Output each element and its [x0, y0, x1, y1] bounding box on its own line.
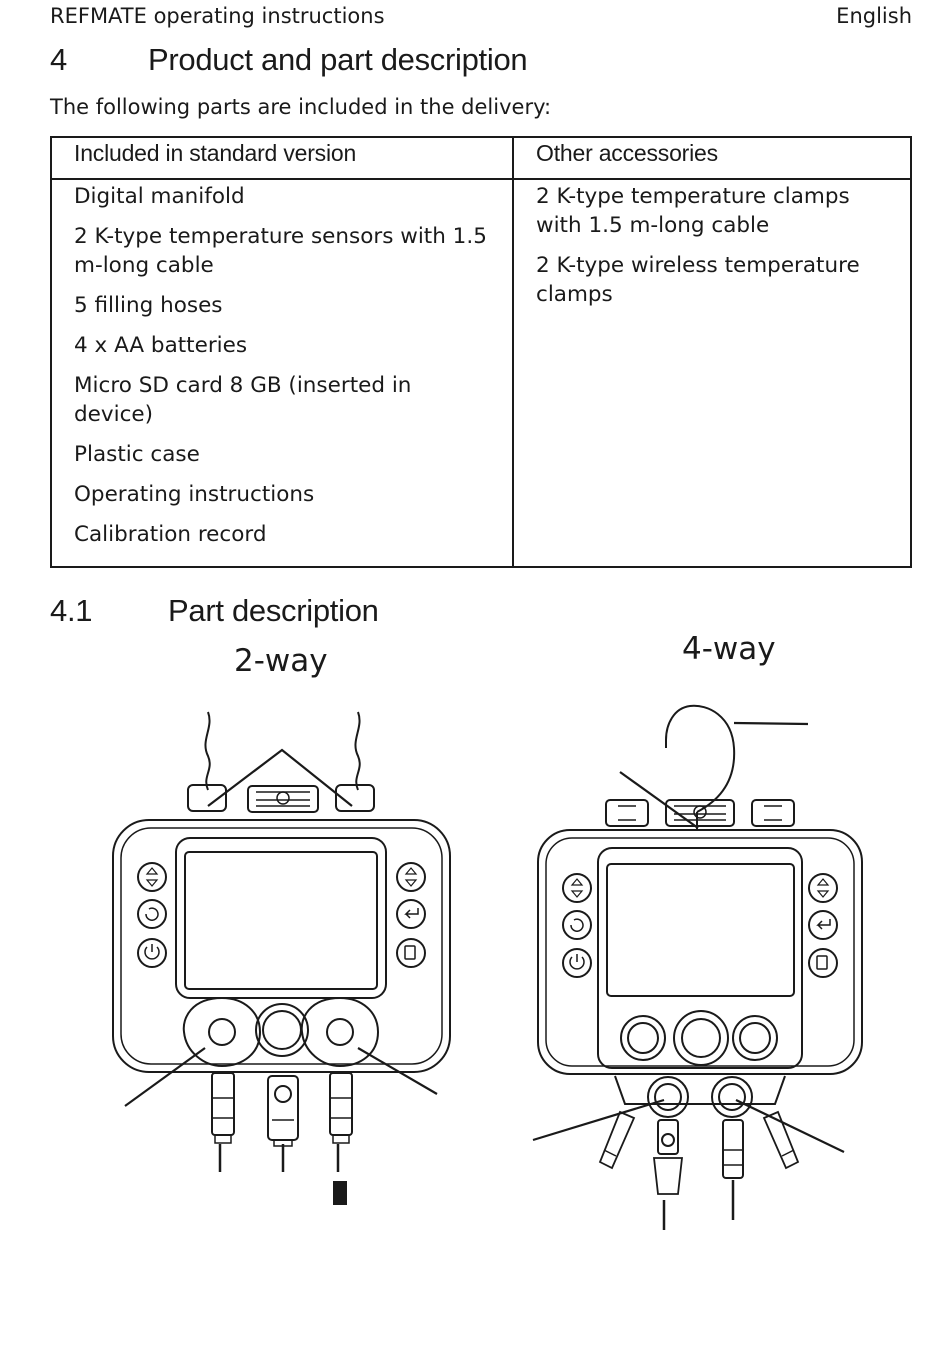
section-title: Product and part description: [148, 42, 528, 77]
intro-text: The following parts are included in the …: [50, 95, 552, 119]
manifold-illustration: [112, 704, 863, 1230]
standard-items-cell: Digital manifold 2 K-type temperature se…: [50, 178, 514, 568]
list-item: 2 K-type wireless temperature clamps: [536, 253, 860, 307]
column-header-accessories: Other accessories: [512, 136, 912, 180]
figure-label-2-way: 2-way: [234, 643, 328, 679]
figure-label-4-way: 4-way: [682, 631, 776, 667]
list-item: 4 x AA batteries: [74, 333, 248, 358]
section-number: 4: [50, 42, 67, 77]
running-header-language: English: [836, 4, 912, 28]
section-heading: 4 Product and part description: [50, 42, 528, 78]
list-item: Micro SD card 8 GB (inserted in device): [74, 373, 412, 427]
table-header-row: Included in standard version Other acces…: [50, 136, 912, 180]
manifold-2-way: [112, 711, 451, 1205]
subsection-title: Part description: [168, 593, 379, 628]
column-header-standard: Included in standard version: [50, 136, 514, 180]
delivery-table: Included in standard version Other acces…: [50, 136, 912, 568]
running-header-title: REFMATE operating instructions: [50, 4, 385, 28]
list-item: 5 filling hoses: [74, 293, 223, 318]
manifold-4-way: [532, 704, 863, 1230]
subsection-heading: 4.1 Part description: [50, 593, 379, 629]
accessories-cell: 2 K-type temperature clamps with 1.5 m-l…: [512, 178, 912, 568]
list-item: 2 K-type temperature clamps with 1.5 m-l…: [536, 184, 850, 238]
list-item: Plastic case: [74, 442, 200, 467]
table-row: Digital manifold 2 K-type temperature se…: [50, 178, 912, 568]
list-item: Operating instructions: [74, 482, 315, 507]
list-item: 2 K-type temperature sensors with 1.5 m-…: [74, 224, 487, 278]
subsection-number: 4.1: [50, 593, 93, 628]
list-item: Calibration record: [74, 522, 267, 547]
list-item: Digital manifold: [74, 184, 245, 209]
